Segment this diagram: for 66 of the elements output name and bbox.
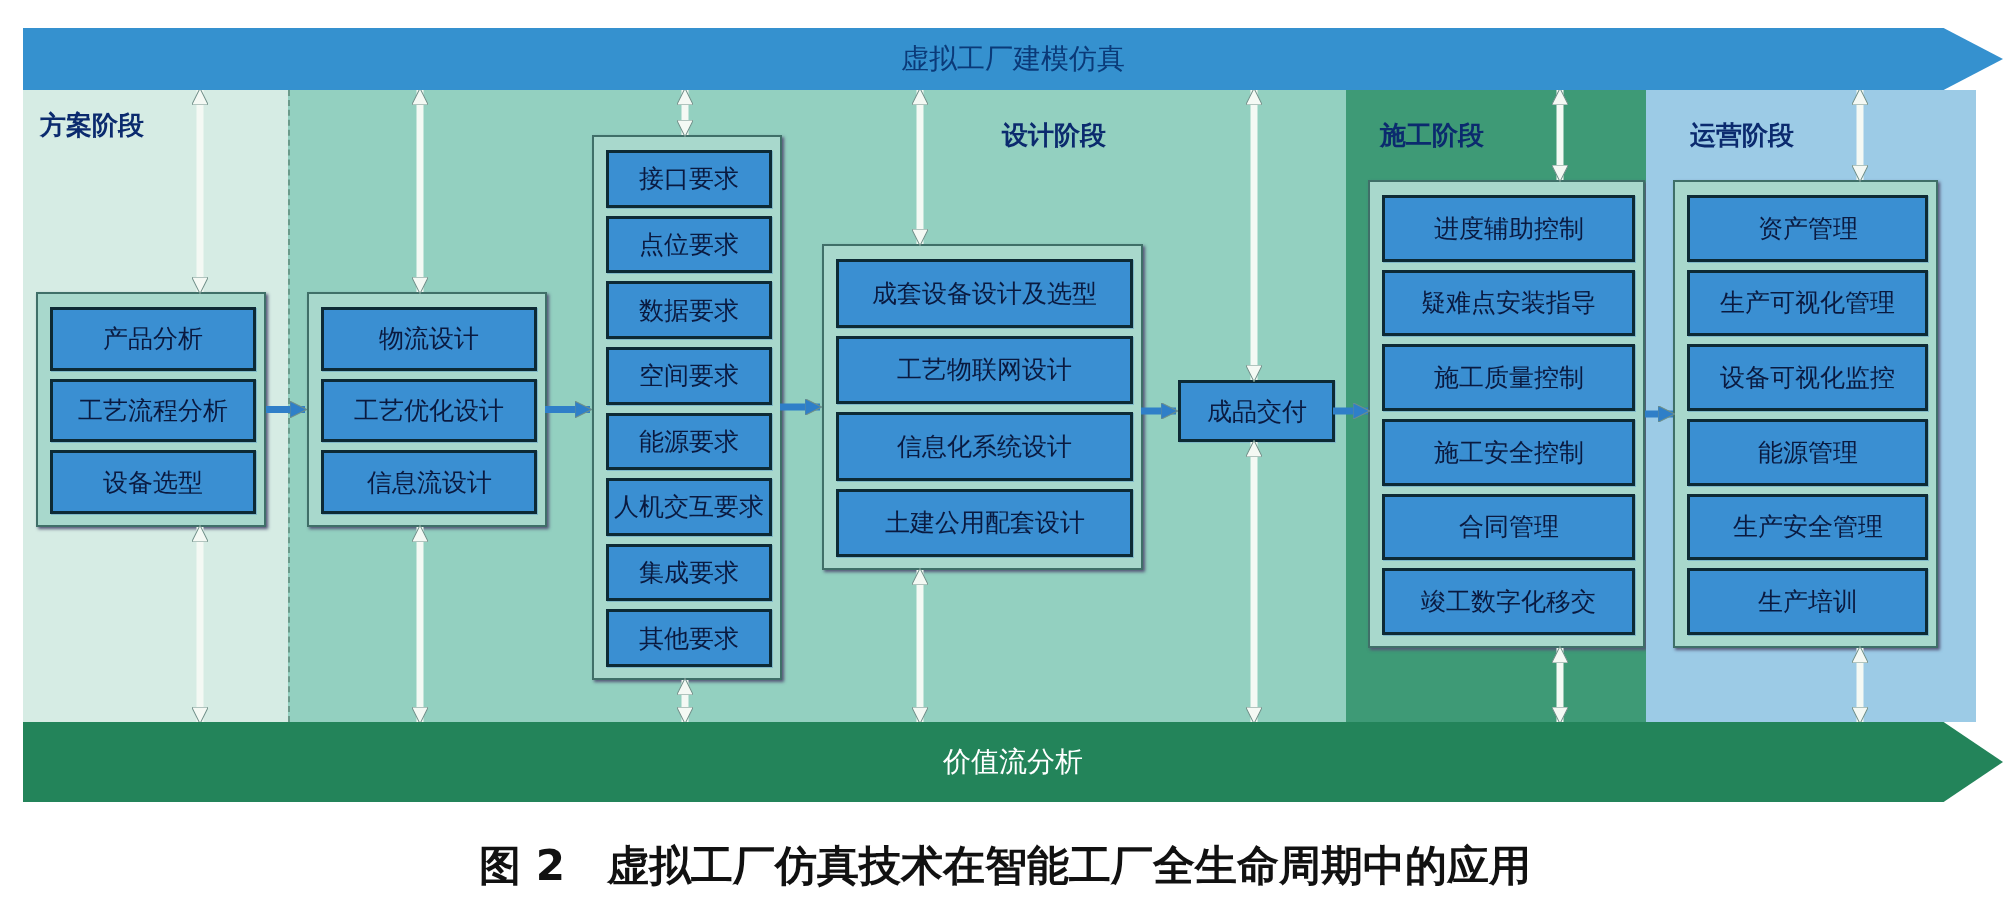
arrow	[1141, 402, 1179, 420]
process-box: 集成要求	[606, 543, 772, 602]
process-box: 生产培训	[1687, 568, 1928, 635]
process-box: 点位要求	[606, 215, 772, 274]
process-box: 施工安全控制	[1382, 419, 1635, 486]
double-arrow	[676, 677, 694, 725]
double-arrow	[1245, 439, 1263, 725]
group-frame	[592, 135, 782, 680]
process-box: 合同管理	[1382, 493, 1635, 561]
process-box: 能源要求	[606, 412, 772, 471]
process-box: 人机交互要求	[606, 478, 772, 536]
phase-panel	[1346, 90, 1646, 722]
process-box: 设备可视化监控	[1687, 344, 1928, 411]
process-box: 信息流设计	[321, 450, 537, 514]
process-box: 工艺优化设计	[321, 378, 537, 443]
process-box: 物流设计	[321, 307, 537, 371]
phase-panel	[288, 90, 1346, 722]
double-arrow	[411, 524, 429, 725]
process-box: 接口要求	[606, 150, 772, 208]
process-box: 成品交付	[1178, 380, 1335, 442]
process-box: 工艺流程分析	[50, 378, 256, 443]
double-arrow	[676, 87, 694, 138]
double-arrow	[1245, 87, 1263, 383]
process-box: 其他要求	[606, 609, 772, 667]
group-frame	[1673, 180, 1938, 648]
arrow	[545, 400, 593, 419]
process-box: 生产安全管理	[1687, 493, 1928, 561]
double-arrow	[911, 567, 929, 725]
process-box: 数据要求	[606, 281, 772, 339]
phase-panel	[1646, 90, 1976, 722]
double-arrow	[1551, 645, 1569, 725]
group-frame	[36, 292, 266, 527]
arrow	[1333, 402, 1371, 420]
group-frame	[307, 292, 547, 527]
process-box: 能源管理	[1687, 419, 1928, 486]
group-frame	[1368, 180, 1645, 648]
process-box: 土建公用配套设计	[836, 488, 1133, 557]
figure-caption: 图 2 虚拟工厂仿真技术在智能工厂全生命周期中的应用	[478, 840, 1532, 892]
double-arrow	[191, 87, 209, 295]
phase-title: 设计阶段	[1002, 119, 1106, 152]
group-frame	[822, 244, 1143, 570]
process-box: 成套设备设计及选型	[836, 259, 1133, 328]
double-arrow	[911, 87, 929, 247]
process-box: 资产管理	[1687, 195, 1928, 262]
phase-title: 运营阶段	[1690, 119, 1794, 152]
phase-title: 施工阶段	[1380, 119, 1484, 152]
process-box: 施工质量控制	[1382, 344, 1635, 411]
double-arrow	[1851, 645, 1869, 725]
process-box: 设备选型	[50, 450, 256, 514]
arrow	[780, 398, 823, 416]
process-box: 生产可视化管理	[1687, 269, 1928, 337]
phase-title: 方案阶段	[40, 109, 144, 142]
process-box: 产品分析	[50, 307, 256, 371]
double-arrow	[1851, 87, 1869, 183]
double-arrow	[411, 87, 429, 295]
process-box: 工艺物联网设计	[836, 335, 1133, 404]
double-arrow	[191, 524, 209, 725]
phase-panel	[23, 90, 288, 722]
process-box: 竣工数字化移交	[1382, 568, 1635, 635]
arrow	[1645, 405, 1676, 423]
double-arrow	[1551, 87, 1569, 183]
process-box: 进度辅助控制	[1382, 195, 1635, 262]
process-box: 信息化系统设计	[836, 412, 1133, 481]
process-box: 空间要求	[606, 346, 772, 405]
process-box: 疑难点安装指导	[1382, 269, 1635, 337]
arrow	[266, 400, 308, 419]
